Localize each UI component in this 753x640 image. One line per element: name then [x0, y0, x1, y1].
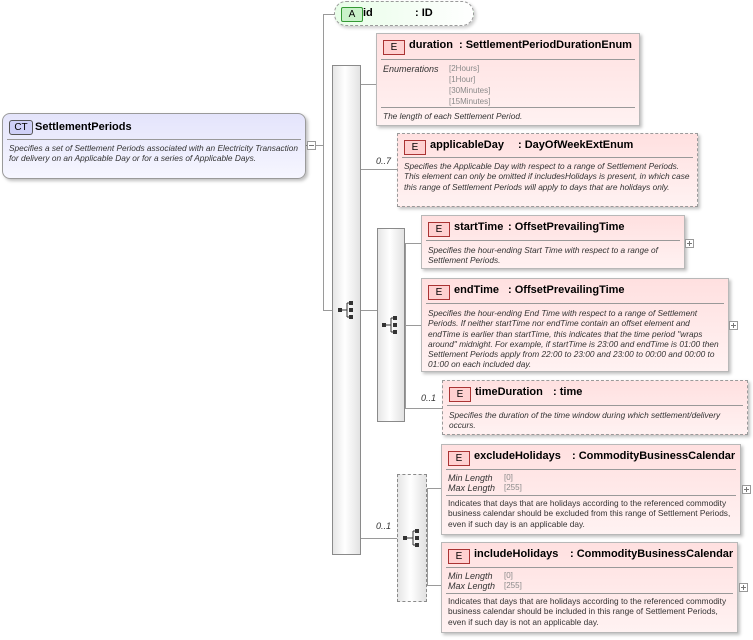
element-description: The length of each Settlement Period. [383, 111, 523, 121]
min-length-value: [0] [504, 571, 513, 580]
connector [361, 538, 397, 539]
expand-icon[interactable] [739, 583, 748, 592]
element-description: Specifies the hour-ending End Time with … [428, 308, 719, 370]
element-name: excludeHolidays [474, 450, 561, 462]
element-badge: E [448, 549, 470, 564]
attribute-badge: A [341, 7, 363, 22]
occurrence-label: 0..7 [376, 156, 392, 166]
connector [427, 488, 441, 489]
element-type: : CommodityBusinessCalendar [572, 450, 736, 462]
occurrence-label: 0..1 [376, 521, 392, 531]
enum-value: [2Hours] [449, 64, 480, 73]
element-name: endTime [454, 284, 500, 296]
element-description: Specifies the hour-ending Start Time wit… [428, 245, 658, 266]
element-description: Specifies the Applicable Day with respec… [404, 161, 690, 192]
element-badge: E [448, 451, 470, 466]
element-start-time[interactable]: E startTime : OffsetPrevailingTime Speci… [421, 215, 685, 269]
expand-icon[interactable] [685, 239, 694, 248]
element-type: : SettlementPeriodDurationEnum [459, 39, 632, 51]
max-length-label: Max Length [448, 581, 496, 591]
separator [426, 240, 680, 241]
connector [361, 169, 397, 170]
element-type: : DayOfWeekExtEnum [518, 139, 634, 151]
enum-value: [1Hour] [449, 75, 476, 84]
element-badge: E [449, 387, 471, 402]
complex-type-description: Specifies a set of Settlement Periods as… [9, 143, 298, 164]
max-length-value: [255] [504, 581, 522, 590]
separator [402, 157, 693, 158]
enumerations-label: Enumerations [383, 64, 439, 74]
connector [361, 84, 376, 85]
expand-icon[interactable] [729, 321, 738, 330]
element-type: : OffsetPrevailingTime [508, 284, 625, 296]
element-name: timeDuration [475, 386, 543, 398]
expand-icon[interactable] [742, 485, 751, 494]
connector [323, 14, 324, 310]
choice-icon [403, 529, 419, 547]
complex-type-badge: CT [9, 120, 33, 135]
max-length-value: [255] [504, 483, 522, 492]
sequence-icon [338, 301, 353, 319]
max-length-label: Max Length [448, 483, 496, 493]
element-description: Indicates that days that are holidays ac… [448, 498, 731, 529]
separator [446, 495, 736, 496]
min-length-value: [0] [504, 473, 513, 482]
sequence-icon [382, 316, 397, 334]
connector [323, 14, 335, 15]
element-include-holidays[interactable]: E includeHolidays : CommodityBusinessCal… [441, 542, 738, 633]
element-badge: E [428, 222, 450, 237]
complex-type-name: SettlementPeriods [35, 121, 132, 133]
separator [446, 567, 733, 568]
connector [405, 243, 406, 409]
element-description: Indicates that days that are holidays ac… [448, 596, 727, 627]
connector [427, 585, 441, 586]
element-name: applicableDay [430, 139, 504, 151]
element-badge: E [404, 140, 426, 155]
separator [426, 303, 724, 304]
connector [405, 243, 421, 244]
min-length-label: Min Length [448, 473, 493, 483]
separator [446, 593, 733, 594]
element-applicable-day[interactable]: E applicableDay : DayOfWeekExtEnum Speci… [397, 133, 698, 207]
separator [447, 405, 743, 406]
element-type: : OffsetPrevailingTime [508, 221, 625, 233]
attribute-name: id [363, 7, 373, 19]
inner-sequence-compositor[interactable] [377, 228, 405, 422]
element-name: startTime [454, 221, 504, 233]
occurrence-label: 0..1 [421, 393, 437, 403]
separator [381, 59, 635, 60]
connector [427, 488, 428, 585]
element-badge: E [383, 40, 405, 55]
separator [446, 469, 736, 470]
enum-value: [30Minutes] [449, 86, 491, 95]
connector [323, 310, 332, 311]
element-time-duration[interactable]: E timeDuration : time Specifies the dura… [442, 380, 748, 435]
connector [405, 325, 421, 326]
element-description: Specifies the duration of the time windo… [449, 410, 721, 431]
attribute-id[interactable]: A id : ID [334, 1, 474, 26]
attribute-type: : ID [415, 7, 433, 19]
element-end-time[interactable]: E endTime : OffsetPrevailingTime Specifi… [421, 278, 729, 372]
element-name: duration [409, 39, 453, 51]
element-duration[interactable]: E duration : SettlementPeriodDurationEnu… [376, 33, 640, 126]
element-type: : time [553, 386, 583, 398]
complex-type-settlement-periods[interactable]: CT SettlementPeriods Specifies a set of … [2, 113, 306, 179]
element-exclude-holidays[interactable]: E excludeHolidays : CommodityBusinessCal… [441, 444, 741, 535]
element-badge: E [428, 285, 450, 300]
element-type: : CommodityBusinessCalendar [570, 548, 734, 560]
connector [405, 408, 442, 409]
collapse-icon[interactable] [307, 141, 316, 150]
min-length-label: Min Length [448, 571, 493, 581]
connector [361, 310, 377, 311]
element-name: includeHolidays [474, 548, 559, 560]
separator [381, 107, 635, 108]
separator [7, 139, 301, 140]
enum-value: [15Minutes] [449, 97, 491, 106]
